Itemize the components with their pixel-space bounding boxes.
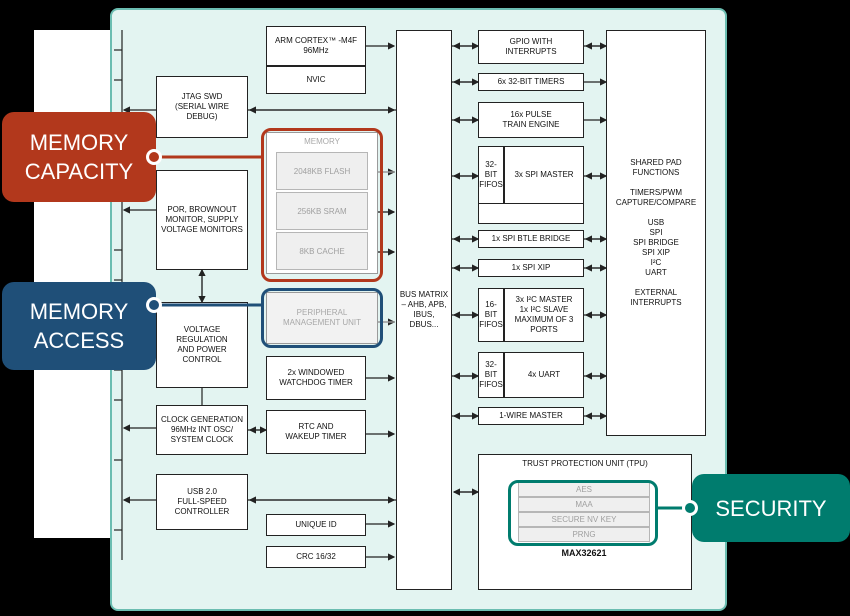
spi-xip-block: 1x SPI XIP	[478, 259, 584, 277]
part-number: MAX32621	[561, 548, 607, 558]
prng-block: PRNG	[518, 527, 650, 542]
memory-capacity-dot	[146, 149, 162, 165]
uart-block: 4x UART	[504, 352, 584, 398]
clock-block: CLOCK GENERATION 96MHz INT OSC/ SYSTEM C…	[156, 405, 248, 455]
security-highlight	[508, 480, 658, 546]
crc-block: CRC 16/32	[266, 546, 366, 568]
maa-block: MAA	[518, 497, 650, 512]
one-wire-block: 1-WIRE MASTER	[478, 407, 584, 425]
secure-nv-key-block: SECURE NV KEY	[518, 512, 650, 527]
spi-btle-block: 1x SPI BTLE BRIDGE	[478, 230, 584, 248]
nvic-block: NVIC	[266, 66, 366, 94]
security-callout: SECURITY	[692, 474, 850, 542]
cache-block: 8KB CACHE	[276, 232, 368, 270]
shared-pad-block: SHARED PAD FUNCTIONS TIMERS/PWM CAPTURE/…	[606, 30, 706, 436]
sram-block: 256KB SRAM	[276, 192, 368, 230]
rtc-block: RTC AND WAKEUP TIMER	[266, 410, 366, 454]
security-dot	[682, 500, 698, 516]
timers-block: 6x 32-BIT TIMERS	[478, 73, 584, 91]
jtag-block: JTAG SWD (SERIAL WIRE DEBUG)	[156, 76, 248, 138]
memory-capacity-callout: MEMORY CAPACITY	[2, 112, 156, 202]
uart-fifo-block: 32-BIT FIFOS	[478, 352, 504, 398]
memory-capacity-highlight	[261, 128, 383, 282]
memory-title: MEMORY	[304, 137, 340, 146]
gpio-block: GPIO WITH INTERRUPTS	[478, 30, 584, 64]
pulse-train-block: 16x PULSE TRAIN ENGINE	[478, 102, 584, 138]
vreg-block: VOLTAGE REGULATION AND POWER CONTROL	[156, 302, 248, 388]
memory-access-highlight	[261, 288, 383, 348]
i2c-block: 3x I²C MASTER 1x I²C SLAVE MAXIMUM OF 3 …	[504, 288, 584, 342]
spi-master-block: 3x SPI MASTER	[504, 146, 584, 204]
watchdog-block: 2x WINDOWED WATCHDOG TIMER	[266, 356, 366, 400]
bus-matrix-block: BUS MATRIX – AHB, APB, IBUS, DBUS...	[396, 30, 452, 590]
memory-access-dot	[146, 297, 162, 313]
memory-access-callout: MEMORY ACCESS	[2, 282, 156, 370]
pmu-block: PERIPHERAL MANAGEMENT UNIT	[266, 292, 378, 344]
flash-block: 2048KB FLASH	[276, 152, 368, 190]
cpu-block: ARM CORTEX™ -M4F 96MHz	[266, 26, 366, 66]
spi-fifo-block: 32-BIT FIFOS	[478, 146, 504, 204]
unique-id-block: UNIQUE ID	[266, 514, 366, 536]
i2c-fifo-block: 16-BIT FIFOS	[478, 288, 504, 342]
usb-block: USB 2.0 FULL-SPEED CONTROLLER	[156, 474, 248, 530]
por-block: POR, BROWNOUT MONITOR, SUPPLY VOLTAGE MO…	[156, 170, 248, 270]
tpu-title: TRUST PROTECTION UNIT (TPU)	[522, 459, 648, 468]
